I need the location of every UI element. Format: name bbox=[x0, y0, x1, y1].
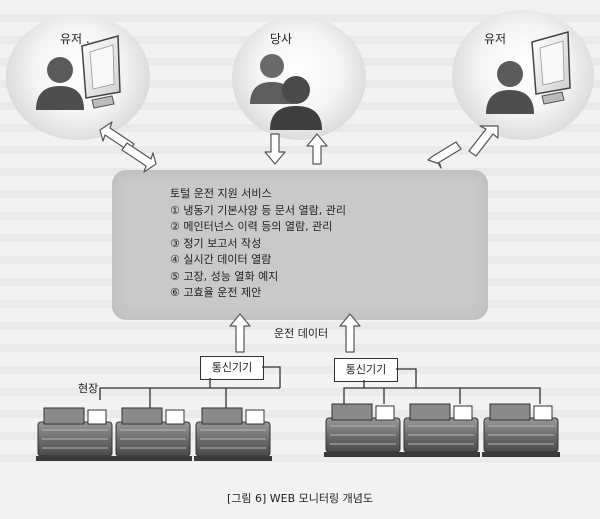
chiller-unit-icon bbox=[402, 403, 480, 457]
company-person-front-icon bbox=[270, 76, 322, 130]
user-right-monitor-icon bbox=[531, 31, 571, 105]
arrow-right-down bbox=[427, 141, 462, 169]
service-item-3: ③ 정기 보고서 작성 bbox=[170, 236, 262, 250]
service-item-4: ④ 실시간 데이터 열람 bbox=[170, 253, 272, 266]
service-title: 토털 운전 지원 서비스 bbox=[170, 187, 272, 200]
service-item-2: ② 메인터넌스 이력 등의 열람, 관리 bbox=[170, 220, 333, 233]
arrow-left-down bbox=[121, 142, 157, 173]
user-left-monitor-icon bbox=[81, 35, 121, 109]
service-item-5: ⑤ 고장, 성능 열화 예지 bbox=[170, 269, 279, 283]
operation-data-label: 운전 데이터 bbox=[274, 327, 329, 340]
actor-label-user-right: 유저 bbox=[484, 32, 507, 46]
arrow-center-down bbox=[264, 133, 286, 165]
chiller-unit-icon bbox=[324, 403, 402, 457]
arrow-center-up bbox=[306, 133, 328, 165]
service-box bbox=[112, 170, 488, 320]
chiller-unit-icon bbox=[482, 403, 560, 457]
site-label: 현장 bbox=[78, 382, 99, 395]
chiller-unit-icon bbox=[114, 407, 192, 461]
service-item-1: ① 냉동기 기본사양 등 문서 열람, 관리 bbox=[170, 203, 347, 217]
actor-label-user-left: 유저 . bbox=[60, 32, 90, 46]
user-right-person-icon bbox=[486, 61, 534, 114]
chiller-unit-icon bbox=[36, 407, 114, 461]
network-lines-right bbox=[343, 368, 541, 404]
arrow-right-up bbox=[468, 125, 499, 157]
network-lines-left bbox=[99, 366, 281, 408]
arrow-ops-right bbox=[339, 313, 361, 353]
chillers bbox=[36, 403, 560, 461]
arrow-ops-left bbox=[229, 313, 251, 353]
chiller-unit-icon bbox=[194, 407, 272, 461]
actor-label-company: 당사 bbox=[270, 32, 293, 46]
user-left-person-icon bbox=[36, 57, 84, 110]
user-right-circle bbox=[452, 10, 594, 140]
comm-device-left: 통신기기 bbox=[200, 356, 264, 380]
service-item-6: ⑥ 고효율 운전 제안 bbox=[170, 286, 262, 299]
comm-device-right: 통신기기 bbox=[334, 358, 398, 382]
user-left-circle bbox=[6, 14, 150, 140]
figure-caption: [그림 6] WEB 모니터링 개념도 bbox=[226, 492, 374, 505]
service-text: 토털 운전 지원 서비스 ① 냉동기 기본사양 등 문서 열람, 관리 ② 메인… bbox=[170, 186, 346, 302]
